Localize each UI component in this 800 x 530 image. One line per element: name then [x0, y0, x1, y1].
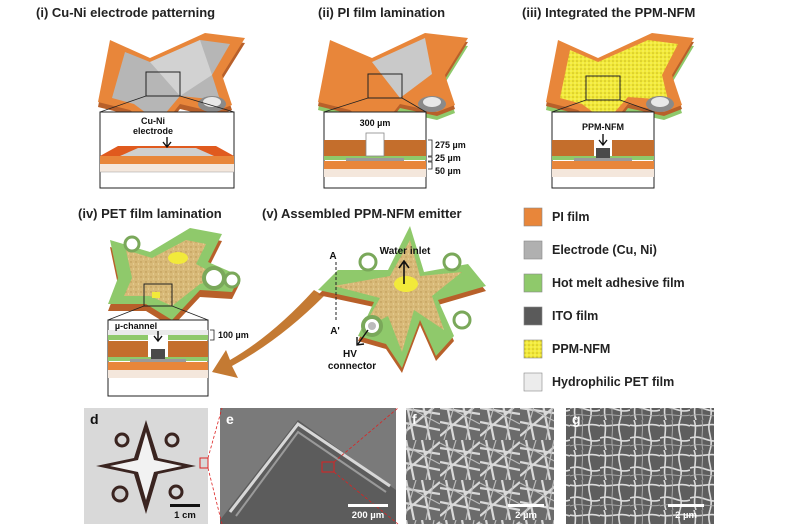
water-inlet-label: Water inlet [380, 246, 431, 257]
hv-label-line2: connector [328, 361, 376, 372]
panel-ii-title: (ii) PI film lamination [318, 5, 445, 20]
photo-f-scale: 2 µm [515, 510, 537, 521]
photo-f-label: f [412, 411, 417, 427]
ppm-nfm-label: PPM-NFM [582, 122, 624, 132]
panel-i-cross-section: Cu-Ni electrode [99, 111, 235, 189]
legend-label: Hot melt adhesive film [552, 276, 685, 290]
thickness-100-label: 100 µm [218, 330, 249, 340]
photo-panel-g: g 2 µm [566, 408, 714, 524]
panel-iii-cross-section: PPM-NFM [551, 111, 655, 189]
photo-e-scale: 200 µm [352, 510, 384, 521]
section-a-label: A [329, 251, 336, 262]
panel-iii-title: (iii) Integrated the PPM-NFM [522, 5, 695, 20]
photo-panel-d: d 1 cm [84, 408, 209, 524]
photo-panel-f: f 2 µm [406, 408, 554, 524]
panel-iv-cross-section: µ-channel 100 µm [107, 319, 249, 397]
thickness-275-label: 275 µm [435, 140, 466, 150]
legend-swatch [523, 207, 543, 227]
photo-e-label: e [226, 411, 234, 427]
cu-ni-arrow [162, 137, 172, 149]
panel-i-title: (i) Cu-Ni electrode patterning [36, 5, 215, 20]
section-a-prime-label: A' [330, 326, 340, 337]
photo-g-scale: 2 µm [675, 510, 697, 521]
legend-swatch [523, 339, 543, 359]
legend-label: Hydrophilic PET film [552, 375, 674, 389]
panel-ii-illustration [318, 33, 468, 140]
legend-swatch [523, 306, 543, 326]
legend-swatch [523, 372, 543, 392]
legend-label: ITO film [552, 309, 598, 323]
cu-ni-label-line1: Cu-Ni [141, 116, 165, 126]
cu-ni-label-line2: electrode [133, 126, 173, 136]
photo-d-label: d [90, 411, 99, 427]
panel-iv-title: (iv) PET film lamination [78, 206, 222, 221]
legend-label: PI film [552, 210, 590, 224]
legend-label: PPM-NFM [552, 342, 610, 356]
panel-ii-cross-section: 300 µm 275 µm 25 µm 50 µm [323, 111, 466, 189]
mu-channel-label: µ-channel [115, 321, 157, 331]
photo-d-scale: 1 cm [174, 510, 196, 521]
assembly-arrow [212, 290, 324, 378]
photo-g-label: g [572, 411, 581, 427]
panel-v-title: (v) Assembled PPM-NFM emitter [262, 206, 462, 221]
legend-swatch [523, 240, 543, 260]
thickness-25-label: 25 µm [435, 153, 461, 163]
thickness-50-label: 50 µm [435, 166, 461, 176]
width-300-label: 300 µm [360, 118, 391, 128]
legend-swatch [523, 273, 543, 293]
legend-label: Electrode (Cu, Ni) [552, 243, 657, 257]
hv-label-line1: HV [343, 349, 357, 360]
panel-iv-illustration [107, 228, 241, 327]
panel-iii-illustration [546, 33, 694, 140]
panel-v-illustration: A A' Water inlet HV connector [318, 226, 486, 373]
photo-panel-e: e 200 µm [207, 407, 399, 525]
